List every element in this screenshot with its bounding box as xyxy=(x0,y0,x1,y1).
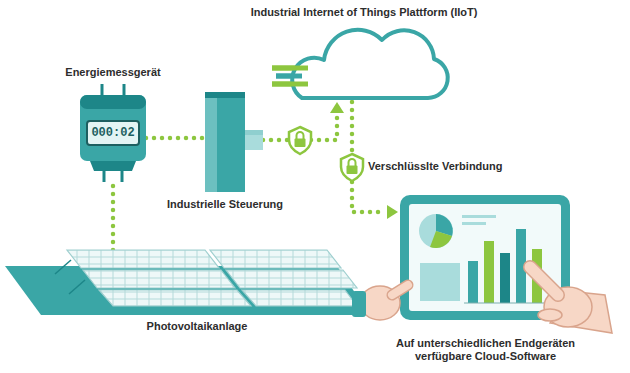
pv-label: Photovoltaikanlage xyxy=(147,320,248,333)
lock-shield xyxy=(341,154,363,181)
industrial-controller: Industrielle Steuerung xyxy=(205,92,245,192)
lock-shield xyxy=(289,127,311,154)
connection-label: Verschlüsslte Verbindung xyxy=(368,160,503,173)
industrial-controller-shape xyxy=(205,92,245,192)
tablet-caption: Auf unterschiedlichen Endgeräten verfügb… xyxy=(378,337,593,363)
connector-line xyxy=(146,136,205,141)
arrow-head xyxy=(387,205,398,219)
meter-display: 000:02 xyxy=(89,123,137,143)
cloud-platform-shape xyxy=(278,28,450,100)
energy-meter: Energiemessgerät000:02 xyxy=(80,92,146,176)
photovoltaic-plant: Photovoltaikanlage xyxy=(5,250,370,315)
tablet-device: Auf unterschiedlichen Endgeräten verfügb… xyxy=(400,195,570,320)
dotted-connector xyxy=(263,102,344,140)
connector-line xyxy=(111,178,116,250)
photovoltaic-plant-shape xyxy=(5,250,370,315)
tablet-device-shape xyxy=(400,195,570,320)
dotted-connector xyxy=(113,178,114,250)
arrow-head xyxy=(330,102,344,113)
controller-label: Industrielle Steuerung xyxy=(167,198,283,211)
platform-title: Industrial Internet of Things Plattform … xyxy=(251,6,478,19)
cloud-platform: Industrial Internet of Things Plattform … xyxy=(278,28,450,100)
dotted-connector xyxy=(146,138,205,139)
meter-label: Energiemessgerät xyxy=(65,66,160,79)
